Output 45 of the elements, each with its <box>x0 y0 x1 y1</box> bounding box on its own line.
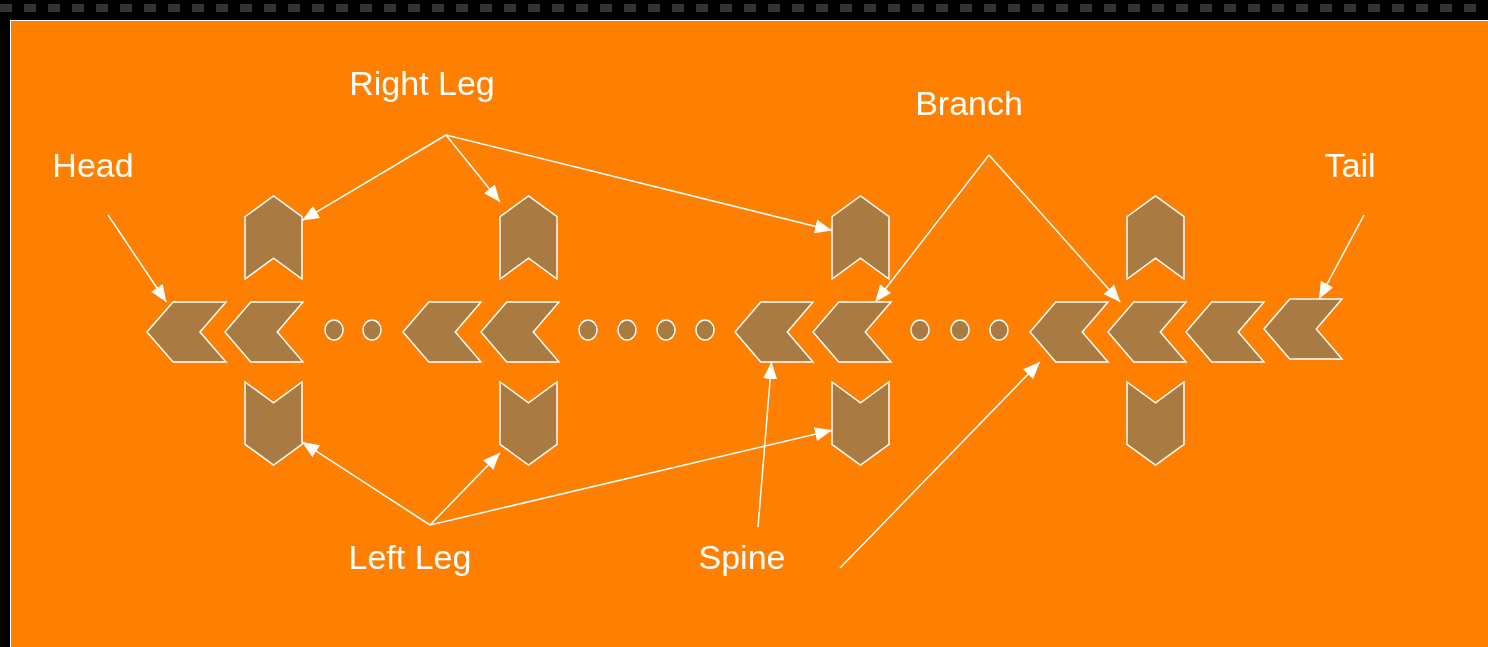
spine-segment <box>225 302 303 362</box>
dot-circle <box>910 319 930 341</box>
label-text: Spine <box>698 536 786 578</box>
leader-arrow <box>445 134 501 203</box>
dot-circle <box>656 319 676 341</box>
leader-arrow <box>874 154 990 303</box>
dot-circle <box>578 319 598 341</box>
leader-arrow <box>429 427 833 526</box>
leg-segment <box>500 196 557 279</box>
label-text: Branch <box>915 82 1023 124</box>
dot-circle <box>324 319 344 341</box>
leg-segment <box>1127 382 1184 465</box>
label-text: Tail <box>1324 144 1376 186</box>
spine-segment <box>147 302 226 362</box>
spine-segment <box>481 302 559 362</box>
leg-segment <box>832 382 889 465</box>
spine-segment <box>735 302 813 362</box>
leader-arrow <box>757 361 778 528</box>
label-text: Left Leg <box>348 536 472 578</box>
label-text: Right Leg <box>349 62 495 104</box>
leader-arrow <box>301 134 447 222</box>
leader-arrow <box>429 452 501 526</box>
spine-segment <box>1186 302 1264 362</box>
dot-circle <box>950 319 970 341</box>
leader-arrow <box>1318 214 1365 300</box>
leader-arrow <box>301 441 431 526</box>
leader-arrow <box>445 134 833 234</box>
leg-segment <box>500 382 557 465</box>
spine-segment <box>403 302 481 362</box>
leader-arrow <box>839 361 1041 569</box>
dot-circle <box>695 319 715 341</box>
dot-circle <box>617 319 637 341</box>
leg-segment <box>1127 196 1184 279</box>
leg-segment <box>832 196 889 279</box>
spine-segment <box>813 302 891 362</box>
leg-segment <box>245 382 302 465</box>
spine-segment <box>1264 299 1342 359</box>
label-text: Head <box>52 144 134 186</box>
leader-arrow <box>988 154 1121 303</box>
dot-circle <box>362 319 382 341</box>
leader-arrow <box>107 214 168 303</box>
dot-circle <box>989 319 1009 341</box>
spine-segment <box>1030 302 1108 362</box>
leg-segment <box>245 196 302 279</box>
spine-segment <box>1108 302 1186 362</box>
